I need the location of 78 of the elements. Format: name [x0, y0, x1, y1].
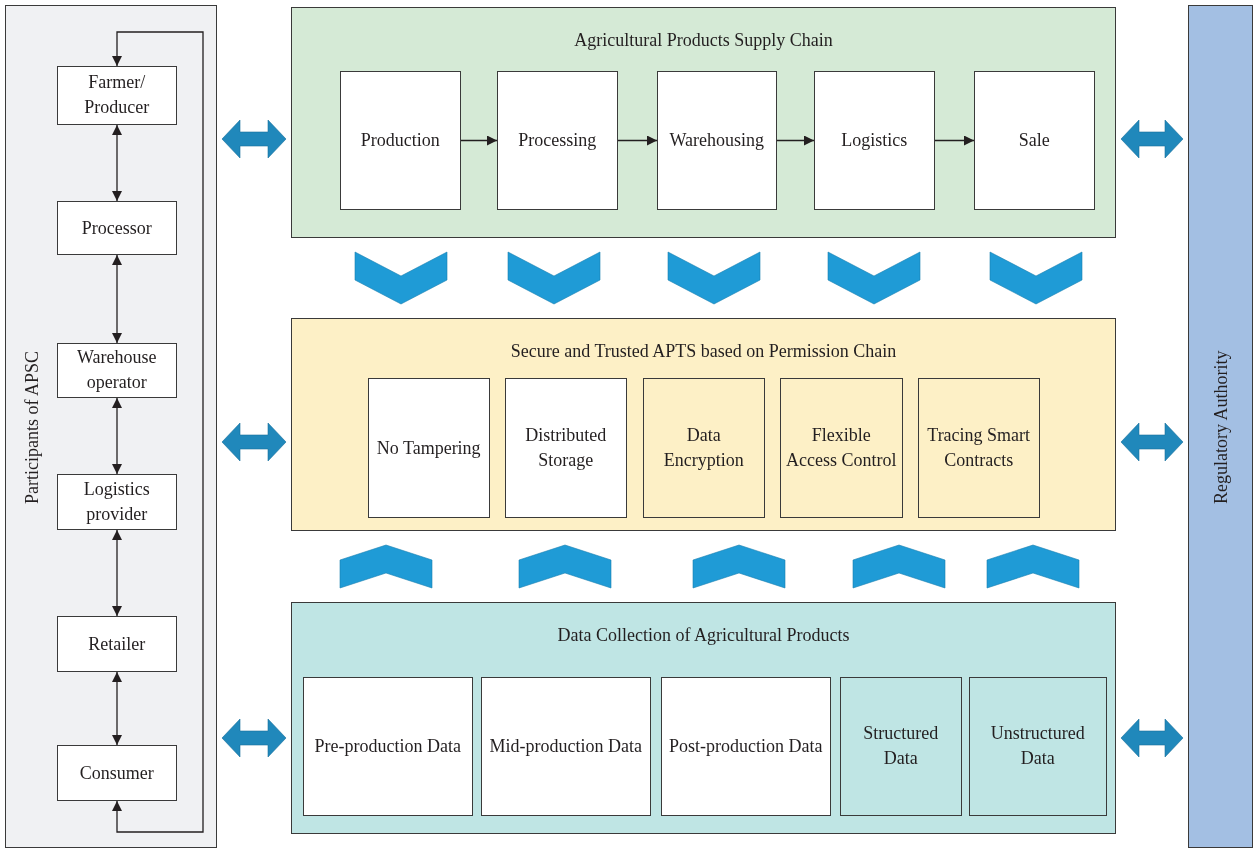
double-arrow — [1120, 718, 1184, 758]
box-label: Flexible Access Control — [784, 423, 898, 472]
double-arrow — [1120, 422, 1184, 462]
double-arrow — [1120, 119, 1184, 159]
process-box — [302, 676, 473, 816]
box-label: Sale — [1017, 128, 1051, 152]
process-box — [656, 70, 777, 210]
process-box — [56, 200, 177, 255]
process-box — [504, 377, 627, 518]
process-box — [660, 676, 831, 816]
process-box — [56, 65, 177, 125]
box-label: No Tampering — [375, 436, 482, 460]
box-label: Distributed Storage — [524, 423, 608, 472]
process-box — [480, 676, 651, 816]
box-label: Unstructured Data — [989, 722, 1086, 771]
chevron-arrow — [852, 544, 946, 589]
box-label: Post-production Data — [667, 734, 824, 758]
arrow — [112, 124, 122, 202]
process-box — [968, 676, 1107, 816]
chevron-arrow — [354, 251, 448, 305]
box-label: Logistics provider — [82, 477, 151, 526]
panel-title: Agricultural Products Supply Chain — [574, 29, 833, 52]
panel-title: Data Collection of Agricultural Products — [557, 624, 850, 647]
panel-title: Secure and Trusted APTS based on Permission Chain — [510, 340, 897, 363]
process-box — [779, 377, 903, 518]
arrow — [112, 397, 122, 475]
panel-title: Regulatory Authority — [1210, 348, 1232, 506]
chevron-arrow — [667, 251, 761, 305]
arrow — [617, 135, 658, 146]
arrow — [776, 135, 815, 146]
box-label: Logistics — [840, 128, 909, 152]
panel-title: Participants of APSC — [21, 349, 43, 506]
double-arrow — [221, 422, 287, 462]
box-label: Processing — [517, 128, 598, 152]
chevron-arrow — [518, 544, 612, 589]
box-label: Pre-production Data — [313, 734, 462, 758]
feedback-arrow — [112, 31, 204, 833]
box-label: Consumer — [78, 761, 155, 785]
arrow — [934, 135, 975, 146]
chevron-arrow — [989, 251, 1083, 305]
box-label: Structured Data — [862, 722, 940, 771]
arrow — [112, 671, 122, 746]
chevron-arrow — [507, 251, 601, 305]
chevron-arrow — [827, 251, 921, 305]
box-label: Processor — [80, 216, 153, 240]
double-arrow — [221, 718, 287, 758]
process-box — [56, 615, 177, 672]
process-box — [839, 676, 962, 816]
layer-panel — [291, 318, 1116, 531]
arrow — [112, 254, 122, 344]
process-box — [496, 70, 618, 210]
chevron-arrow — [339, 544, 433, 589]
process-box — [642, 377, 765, 518]
box-label: Production — [359, 128, 441, 152]
side-panel — [5, 5, 217, 848]
chevron-arrow — [692, 544, 786, 589]
process-box — [973, 70, 1095, 210]
box-label: Tracing Smart Contracts — [926, 423, 1032, 472]
layer-panel — [291, 7, 1116, 238]
process-box — [56, 342, 177, 398]
process-box — [813, 70, 935, 210]
box-label: Warehousing — [668, 128, 765, 152]
box-label: Retailer — [87, 632, 147, 656]
process-box — [339, 70, 461, 210]
side-panel — [1188, 5, 1253, 848]
arrow — [460, 135, 498, 146]
process-box — [56, 473, 177, 530]
process-box — [56, 744, 177, 801]
process-box — [917, 377, 1040, 518]
box-label: Warehouse operator — [75, 346, 158, 395]
arrow — [112, 529, 122, 617]
box-label: Mid-production Data — [488, 734, 643, 758]
process-box — [367, 377, 490, 518]
chevron-arrow — [986, 544, 1080, 589]
double-arrow — [221, 119, 287, 159]
box-label: Data Encryption — [662, 423, 745, 472]
layer-panel — [291, 602, 1116, 834]
box-label: Farmer/ Producer — [83, 71, 151, 120]
